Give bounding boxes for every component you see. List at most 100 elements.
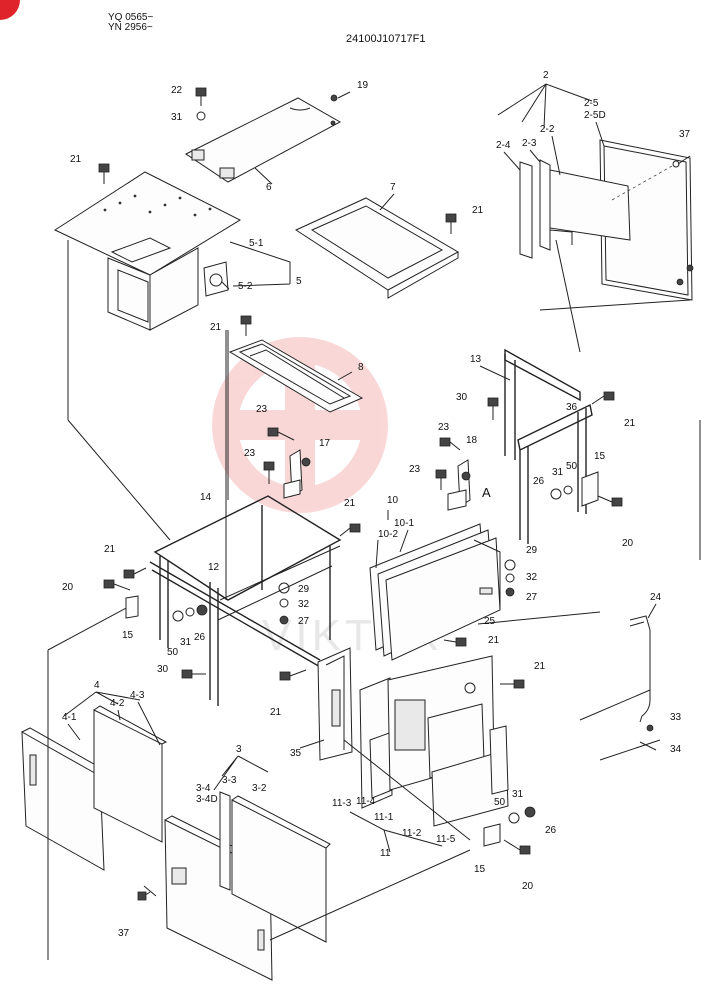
callout-29: 29 — [298, 584, 310, 595]
callout-20: 20 — [522, 881, 534, 892]
callout-32: 32 — [526, 572, 538, 583]
callout-27: 27 — [298, 616, 310, 627]
callout-2-5: 2-5 — [584, 98, 599, 109]
part-24-rod — [629, 615, 657, 751]
part-5-left-housing — [53, 171, 242, 331]
part-3-front-door — [164, 791, 331, 981]
callout-22: 22 — [171, 85, 183, 96]
part-6-top-cover — [185, 97, 342, 183]
callout-a: A — [482, 485, 491, 500]
callout-3-4d: 3-4D — [196, 794, 218, 805]
callout-24: 24 — [650, 592, 662, 603]
callout-4-1: 4-1 — [62, 712, 77, 723]
callout-21: 21 — [270, 707, 282, 718]
callout-36: 36 — [566, 402, 578, 413]
callout-33: 33 — [670, 712, 682, 723]
callout-2-3: 2-3 — [522, 138, 537, 149]
callout-21: 21 — [534, 661, 546, 672]
drawing-number: 24100J10717F1 — [346, 33, 426, 45]
right-frame — [504, 348, 593, 544]
callout-5: 5 — [296, 276, 302, 287]
callout-19: 19 — [357, 80, 369, 91]
main-frame — [149, 495, 353, 761]
callout-20: 20 — [62, 582, 74, 593]
callout-31: 31 — [171, 112, 183, 123]
part-4-left-door — [21, 705, 168, 871]
callout-20: 20 — [622, 538, 634, 549]
callout-2-5d: 2-5D — [584, 110, 606, 121]
callout-3: 3 — [236, 744, 242, 755]
callout-7: 7 — [390, 182, 396, 193]
callout-26: 26 — [533, 476, 545, 487]
callout-11-2: 11-2 — [402, 828, 422, 839]
callout-32: 32 — [298, 599, 310, 610]
callout-13: 13 — [470, 354, 482, 365]
callout-4-3: 4-3 — [130, 690, 145, 701]
callout-30: 30 — [157, 664, 169, 675]
callout-15: 15 — [122, 630, 134, 641]
callout-23: 23 — [244, 448, 256, 459]
callout-21: 21 — [210, 322, 222, 333]
callout-17: 17 — [319, 438, 331, 449]
callout-50: 50 — [494, 797, 506, 808]
callout-37: 37 — [679, 129, 691, 140]
part-8-rail — [228, 339, 364, 413]
leader-lines — [63, 83, 657, 853]
callout-34: 34 — [670, 744, 682, 755]
callout-14: 14 — [200, 492, 212, 503]
part-callouts: 2 2-5 2-5D 2-2 2-3 2-4 19 22 31 21 6 7 2… — [62, 70, 691, 939]
callout-5-2: 5-2 — [238, 281, 253, 292]
callout-11-3: 11-3 — [332, 798, 352, 809]
callout-11-4: 11-4 — [356, 796, 376, 807]
callout-23: 23 — [438, 422, 450, 433]
callout-21: 21 — [472, 205, 484, 216]
callout-23: 23 — [256, 404, 268, 415]
callout-18: 18 — [466, 435, 478, 446]
callout-4: 4 — [94, 680, 100, 691]
corner-badge-icon — [0, 0, 20, 20]
callout-27: 27 — [526, 592, 538, 603]
callout-21: 21 — [344, 498, 356, 509]
serial-range-yn: YN 2956~ — [108, 22, 153, 33]
callout-12: 12 — [208, 562, 220, 573]
callout-50: 50 — [566, 461, 578, 472]
callout-21: 21 — [70, 154, 82, 165]
callout-35: 35 — [290, 748, 302, 759]
latches — [283, 449, 471, 511]
callout-37: 37 — [118, 928, 130, 939]
callout-2-4: 2-4 — [496, 140, 511, 151]
callout-21: 21 — [488, 635, 500, 646]
callout-3-3: 3-3 — [222, 775, 237, 786]
callout-5-1: 5-1 — [249, 238, 264, 249]
callout-23: 23 — [409, 464, 421, 475]
callout-3-4: 3-4 — [196, 783, 211, 794]
part-10-panels — [369, 523, 501, 661]
callout-11: 11 — [380, 848, 391, 859]
callout-26: 26 — [545, 825, 557, 836]
callout-3-2: 3-2 — [252, 783, 267, 794]
callout-50: 50 — [167, 647, 179, 658]
callout-8: 8 — [358, 362, 364, 373]
callout-11-5: 11-5 — [436, 834, 456, 845]
callout-10-1: 10-1 — [394, 518, 414, 529]
callout-21: 21 — [104, 544, 116, 555]
callout-21: 21 — [624, 418, 636, 429]
callout-31: 31 — [180, 637, 192, 648]
callout-25: 25 — [484, 616, 496, 627]
callout-31: 31 — [512, 789, 524, 800]
callout-15: 15 — [474, 864, 486, 875]
part-7-grille-panel — [294, 197, 460, 299]
callout-10: 10 — [387, 495, 399, 506]
callout-26: 26 — [194, 632, 206, 643]
callout-30: 30 — [456, 392, 468, 403]
callout-15: 15 — [594, 451, 606, 462]
callout-11-1: 11-1 — [374, 812, 394, 823]
callout-2-2: 2-2 — [540, 124, 555, 135]
part-2-side-panel-assembly — [519, 139, 694, 301]
assembly-guide-lines — [47, 239, 701, 960]
callout-2: 2 — [543, 70, 549, 81]
hardware-bolts — [98, 87, 623, 901]
callout-31: 31 — [552, 467, 564, 478]
